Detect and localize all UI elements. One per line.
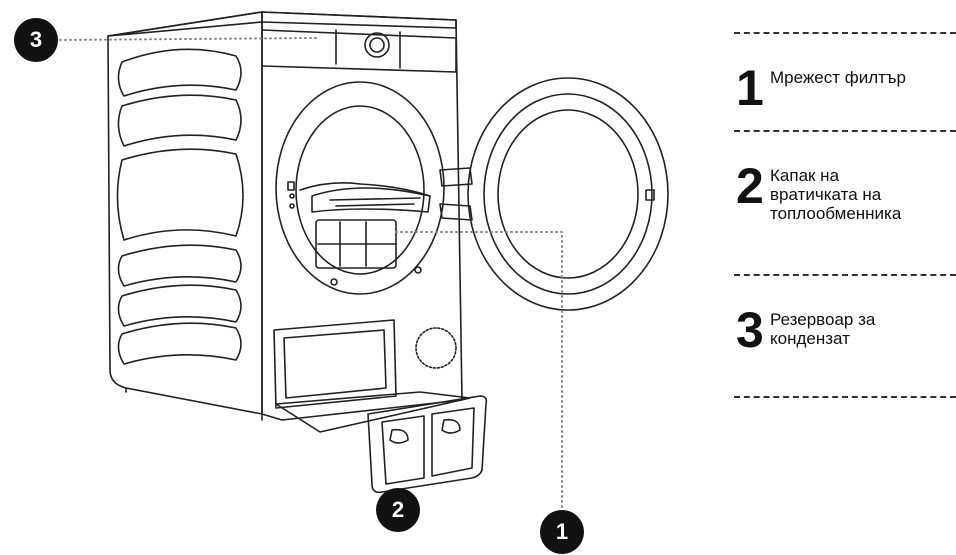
callout-badge-2: 2 xyxy=(376,488,420,532)
legend-item-1: 1 Мрежест филтър xyxy=(736,66,906,110)
dryer-top xyxy=(108,12,456,36)
callout-badge-3: 3 xyxy=(14,18,58,62)
leader-line-1 xyxy=(396,232,562,528)
legend-label: Мрежест филтър xyxy=(770,68,906,87)
leader-line-3 xyxy=(60,38,318,40)
legend-label: Резервоар за кондензат xyxy=(770,310,875,348)
legend-label: Капак на вратичката на топлообменника xyxy=(770,166,901,223)
dryer-front xyxy=(262,12,462,420)
legend-divider xyxy=(734,32,956,34)
side-embossing xyxy=(117,49,243,364)
legend-item-2: 2 Капак на вратичката на топлообменника xyxy=(736,164,901,223)
legend-number: 2 xyxy=(736,164,770,208)
vent-grille xyxy=(416,328,456,368)
control-panel xyxy=(262,30,456,72)
legend-divider xyxy=(734,274,956,276)
program-knob xyxy=(365,33,389,57)
legend-divider xyxy=(734,130,956,132)
legend-number: 1 xyxy=(736,66,770,110)
legend-item-3: 3 Резервоар за кондензат xyxy=(736,308,875,352)
legend-number: 3 xyxy=(736,308,770,352)
callout-badge-1: 1 xyxy=(540,510,584,554)
legend-divider xyxy=(734,396,956,398)
